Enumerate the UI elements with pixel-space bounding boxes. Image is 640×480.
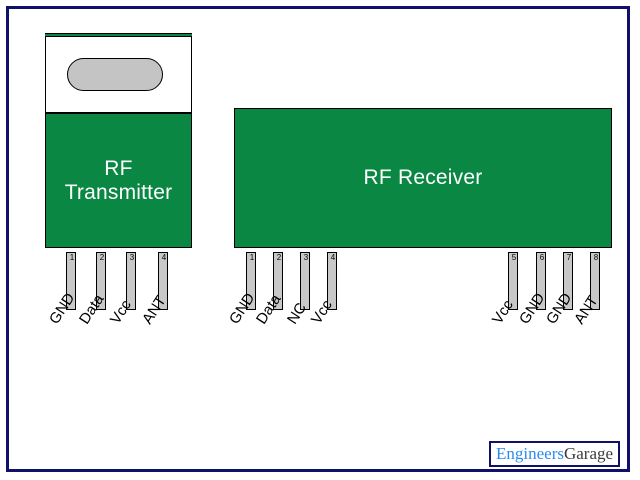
receiver-pin-1: 1 bbox=[246, 252, 256, 310]
rf-receiver-module: RF Receiver bbox=[234, 108, 612, 248]
transmitter-pin-1-number: 1 bbox=[69, 253, 75, 262]
receiver-pin-7-number: 7 bbox=[566, 253, 572, 262]
transmitter-pin-3-number: 3 bbox=[129, 253, 135, 262]
receiver-pin-6: 6 bbox=[536, 252, 546, 310]
receiver-label: RF Receiver bbox=[363, 166, 483, 189]
receiver-pin-8-number: 8 bbox=[593, 253, 599, 262]
receiver-pin-4: 4 bbox=[327, 252, 337, 310]
transmitter-pin-4: 4 bbox=[158, 252, 168, 310]
logo-engineers-text: Engineers bbox=[496, 444, 564, 463]
transmitter-green-board: RF Transmitter bbox=[45, 113, 192, 248]
receiver-pin-6-number: 6 bbox=[539, 253, 545, 262]
receiver-pin-1-number: 1 bbox=[249, 253, 255, 262]
receiver-pin-8: 8 bbox=[590, 252, 600, 310]
transmitter-label-line2: Transmitter bbox=[64, 180, 173, 204]
logo-garage-text: Garage bbox=[563, 444, 614, 463]
receiver-pin-2-number: 2 bbox=[276, 253, 282, 262]
transmitter-pin-1: 1 bbox=[66, 252, 76, 310]
transmitter-pin-2: 2 bbox=[96, 252, 106, 310]
receiver-pin-2: 2 bbox=[273, 252, 283, 310]
receiver-pin-7: 7 bbox=[563, 252, 573, 310]
transmitter-top-green-strip bbox=[45, 33, 192, 37]
receiver-pin-5: 5 bbox=[508, 252, 518, 310]
outer-border-frame bbox=[6, 6, 630, 472]
transmitter-pin-3: 3 bbox=[126, 252, 136, 310]
receiver-pin-3: 3 bbox=[300, 252, 310, 310]
receiver-pin-3-number: 3 bbox=[303, 253, 309, 262]
receiver-pin-5-number: 5 bbox=[511, 253, 517, 262]
transmitter-pin-2-number: 2 bbox=[99, 253, 105, 262]
rf-transmitter-module: RF Transmitter bbox=[45, 33, 192, 248]
transmitter-saw-resonator-icon bbox=[67, 58, 163, 91]
transmitter-pin-4-number: 4 bbox=[161, 253, 167, 262]
receiver-pin-4-number: 4 bbox=[330, 253, 336, 262]
transmitter-label-line1: RF bbox=[104, 156, 133, 180]
transmitter-label: RF Transmitter bbox=[65, 157, 173, 204]
